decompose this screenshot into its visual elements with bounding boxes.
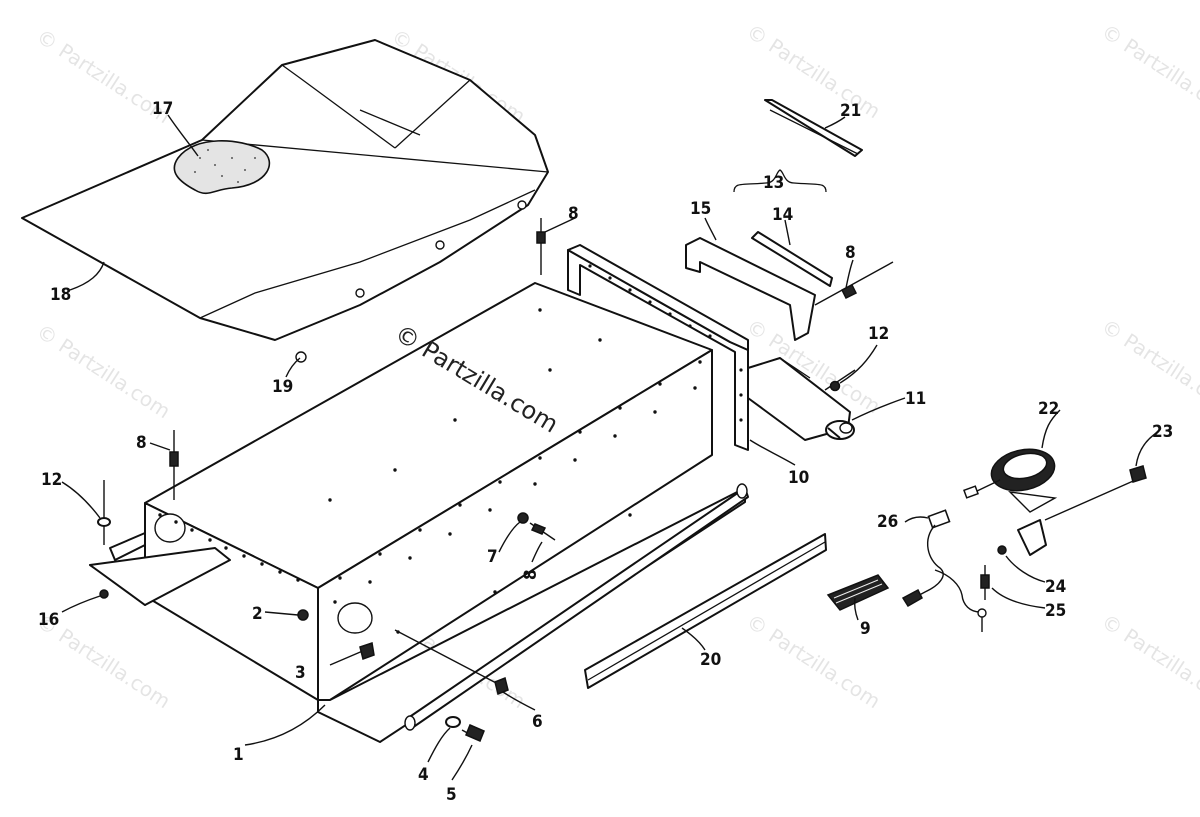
decal — [173, 140, 271, 195]
callout-26: 26 — [877, 512, 898, 532]
callout-8-left: 8 — [136, 433, 147, 453]
reflector-bracket — [685, 169, 833, 341]
callout-8-right: 8 — [845, 243, 856, 263]
callout-2: 2 — [252, 604, 263, 624]
watermark: © Partzilla.com — [32, 319, 175, 423]
watermark: © Partzilla.com — [742, 19, 885, 123]
callout-4: 4 — [418, 765, 429, 785]
wiring-harness — [901, 509, 987, 632]
seat-cushion — [21, 39, 549, 363]
callout-18: 18 — [50, 285, 71, 305]
callout-15: 15 — [690, 199, 711, 219]
callout-3: 3 — [295, 663, 306, 683]
watermark: © Partzilla.com — [1097, 609, 1200, 713]
callout-leaders — [61, 114, 1159, 781]
callout-12-right: 12 — [868, 324, 889, 344]
callout-24: 24 — [1045, 577, 1066, 597]
callout-6: 6 — [532, 712, 543, 732]
watermark: © Partzilla.com — [1097, 19, 1200, 123]
callout-8-middle: 8 — [521, 569, 541, 580]
callout-22: 22 — [1038, 399, 1059, 419]
fasteners — [97, 218, 894, 742]
callout-16: 16 — [38, 610, 59, 630]
callout-1: 1 — [233, 745, 244, 765]
callout-9: 9 — [860, 619, 871, 639]
callout-11: 11 — [905, 389, 926, 409]
tail-light — [963, 448, 1058, 513]
rear-bracket — [567, 244, 749, 451]
frame-tunnel — [89, 282, 749, 743]
mount-hardware — [980, 465, 1147, 600]
callout-8-top: 8 — [568, 204, 579, 224]
callout-13: 13 — [763, 173, 784, 193]
callout-5: 5 — [446, 785, 457, 805]
watermark: © Partzilla.com — [1097, 314, 1200, 418]
side-reflector — [826, 574, 890, 611]
callout-21: 21 — [840, 101, 861, 121]
callout-19: 19 — [272, 377, 293, 397]
callout-20: 20 — [700, 650, 721, 670]
callout-23: 23 — [1152, 422, 1173, 442]
callout-25: 25 — [1045, 601, 1066, 621]
callout-12-left: 12 — [41, 470, 62, 490]
callout-7: 7 — [487, 547, 498, 567]
trim-strip — [584, 533, 827, 689]
rear-bumper — [747, 357, 855, 441]
callout-14: 14 — [772, 205, 793, 225]
strip-reflector — [764, 99, 863, 157]
callout-labels: 17 18 19 8 13 15 14 21 8 12 11 10 22 23 … — [38, 99, 1173, 805]
callout-17: 17 — [152, 99, 173, 119]
callout-10: 10 — [788, 468, 809, 488]
